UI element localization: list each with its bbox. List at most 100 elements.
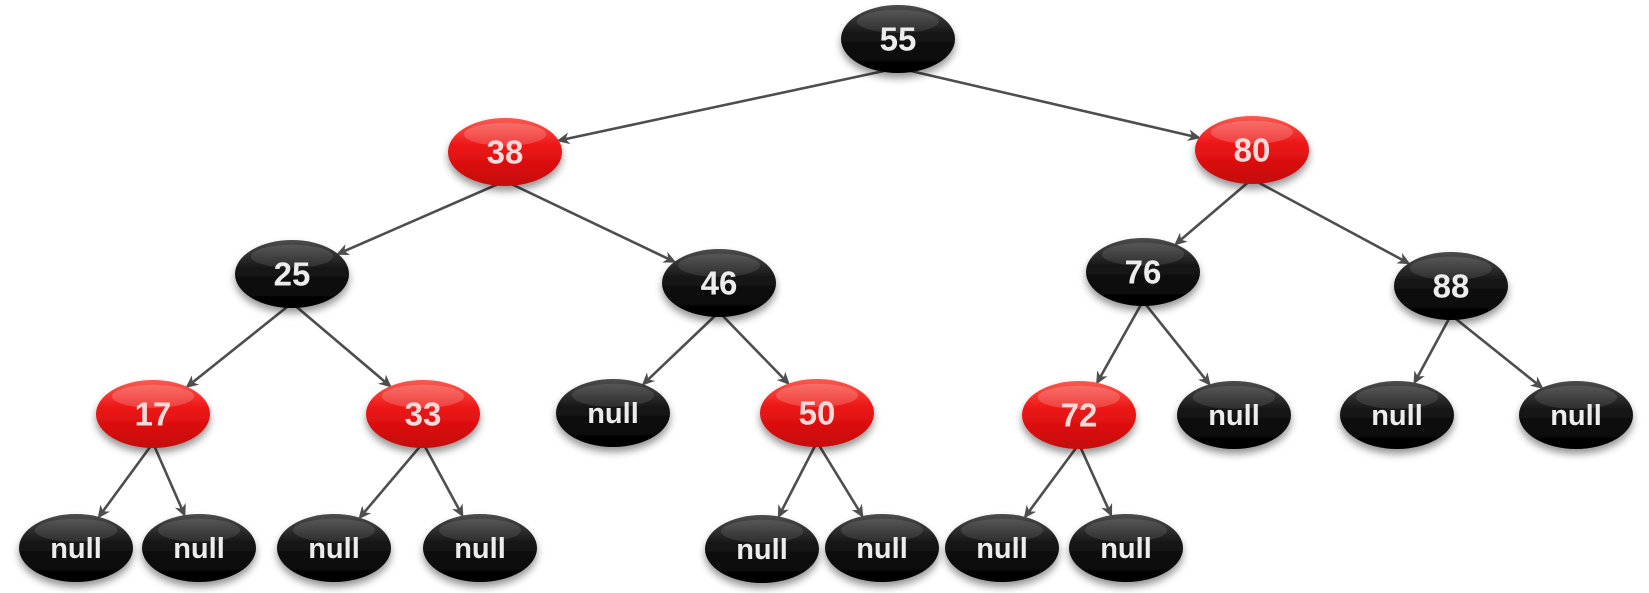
- tree-node-label: null: [856, 533, 908, 565]
- node-gloss-highlight: [111, 384, 195, 408]
- black-node-ellipse: [945, 514, 1059, 582]
- node-gloss-highlight: [438, 518, 522, 542]
- tree-node-label: null: [1371, 400, 1423, 432]
- tree-node-null-50L: null: [705, 515, 819, 583]
- tree-edge-n88-null-88R: [1449, 313, 1544, 390]
- red-node-ellipse: [1195, 116, 1309, 184]
- tree-node-n33: 33: [366, 380, 480, 448]
- tree-edge-n80-n76: [1174, 177, 1254, 246]
- tree-node-n76: 76: [1086, 238, 1200, 306]
- tree-node-label: 38: [487, 134, 524, 171]
- red-node-ellipse: [760, 379, 874, 447]
- black-node-ellipse: [556, 379, 670, 447]
- tree-node-null-72L: null: [945, 514, 1059, 582]
- tree-node-n72: 72: [1022, 381, 1136, 449]
- tree-edge-n50-null-50R: [815, 440, 864, 518]
- node-gloss-highlight: [1037, 385, 1121, 409]
- tree-node-null-33R: null: [423, 514, 537, 582]
- black-node-ellipse: [841, 5, 955, 73]
- tree-node-label: null: [173, 533, 225, 565]
- node-gloss-highlight: [1192, 385, 1276, 409]
- node-gloss-highlight: [775, 383, 859, 407]
- tree-node-null-46L: null: [556, 379, 670, 447]
- node-gloss-highlight: [1409, 256, 1493, 280]
- black-node-ellipse: [1069, 514, 1183, 582]
- tree-node-label: null: [1550, 400, 1602, 432]
- tree-node-null-50R: null: [825, 514, 939, 582]
- tree-edge-n76-null-76R: [1141, 299, 1211, 386]
- tree-edge-n38-n25: [336, 179, 507, 256]
- node-gloss-highlight: [840, 518, 924, 542]
- tree-node-label: null: [50, 533, 102, 565]
- tree-node-null-33L: null: [277, 514, 391, 582]
- tree-node-label: null: [1100, 533, 1152, 565]
- tree-edge-n55-n38: [556, 66, 900, 145]
- tree-edge-n25-n33: [290, 301, 392, 388]
- tree-edge-n72-null-72L: [1023, 442, 1081, 519]
- node-gloss-highlight: [157, 518, 241, 542]
- black-node-ellipse: [235, 240, 349, 308]
- tree-node-label: null: [1208, 400, 1260, 432]
- tree-edge-n33-null-33R: [421, 441, 464, 518]
- tree-node-label: null: [587, 398, 639, 430]
- black-node-ellipse: [1177, 381, 1291, 449]
- tree-node-label: 72: [1061, 397, 1098, 434]
- red-node-ellipse: [1022, 381, 1136, 449]
- tree-node-label: 33: [405, 396, 442, 433]
- node-gloss-highlight: [571, 383, 655, 407]
- tree-edge-n17-null-17R: [151, 441, 186, 517]
- tree-edge-n88-null-88L: [1413, 313, 1453, 385]
- tree-node-n46: 46: [662, 249, 776, 317]
- tree-node-n50: 50: [760, 379, 874, 447]
- black-node-ellipse: [277, 514, 391, 582]
- black-node-ellipse: [19, 514, 133, 582]
- tree-edge-n46-n50: [717, 310, 790, 386]
- black-node-ellipse: [662, 249, 776, 317]
- red-node-ellipse: [96, 380, 210, 448]
- tree-node-n38: 38: [448, 118, 562, 186]
- node-gloss-highlight: [1355, 385, 1439, 409]
- tree-edge-n50-null-50L: [777, 440, 819, 519]
- tree-node-n17: 17: [96, 380, 210, 448]
- tree-node-n55: 55: [841, 5, 955, 73]
- black-node-ellipse: [1086, 238, 1200, 306]
- node-gloss-highlight: [34, 518, 118, 542]
- tree-node-label: 80: [1234, 132, 1271, 169]
- tree-node-null-17L: null: [19, 514, 133, 582]
- node-gloss-highlight: [1101, 242, 1185, 266]
- node-gloss-highlight: [677, 253, 761, 277]
- tree-node-label: 76: [1125, 254, 1162, 291]
- black-node-ellipse: [1519, 381, 1633, 449]
- tree-node-null-76R: null: [1177, 381, 1291, 449]
- tree-edge-n25-n17: [185, 301, 294, 389]
- black-node-ellipse: [1340, 381, 1454, 449]
- tree-edge-n38-n46: [503, 179, 677, 263]
- black-node-ellipse: [705, 515, 819, 583]
- tree-node-n80: 80: [1195, 116, 1309, 184]
- black-node-ellipse: [1394, 252, 1508, 320]
- tree-node-n88: 88: [1394, 252, 1508, 320]
- tree-edge-n72-null-72R: [1077, 442, 1113, 518]
- nodes-layer: 55 38 80 25 46 76 88 17 33 null 50 72 null null null nu…: [19, 5, 1633, 583]
- node-gloss-highlight: [250, 244, 334, 268]
- tree-node-label: 46: [701, 265, 738, 302]
- tree-node-label: 50: [799, 395, 836, 432]
- black-node-ellipse: [142, 514, 256, 582]
- tree-edge-n33-null-33L: [358, 441, 425, 520]
- node-gloss-highlight: [960, 518, 1044, 542]
- node-gloss-highlight: [1534, 385, 1618, 409]
- red-node-ellipse: [366, 380, 480, 448]
- red-node-ellipse: [448, 118, 562, 186]
- node-gloss-highlight: [292, 518, 376, 542]
- edges-layer: [97, 66, 1544, 520]
- tree-edge-n55-n80: [896, 66, 1201, 142]
- tree-node-label: 17: [135, 396, 172, 433]
- tree-node-n25: 25: [235, 240, 349, 308]
- tree-node-label: null: [976, 533, 1028, 565]
- tree-node-null-88R: null: [1519, 381, 1633, 449]
- node-gloss-highlight: [720, 519, 804, 543]
- tree-node-label: null: [454, 533, 506, 565]
- tree-node-null-17R: null: [142, 514, 256, 582]
